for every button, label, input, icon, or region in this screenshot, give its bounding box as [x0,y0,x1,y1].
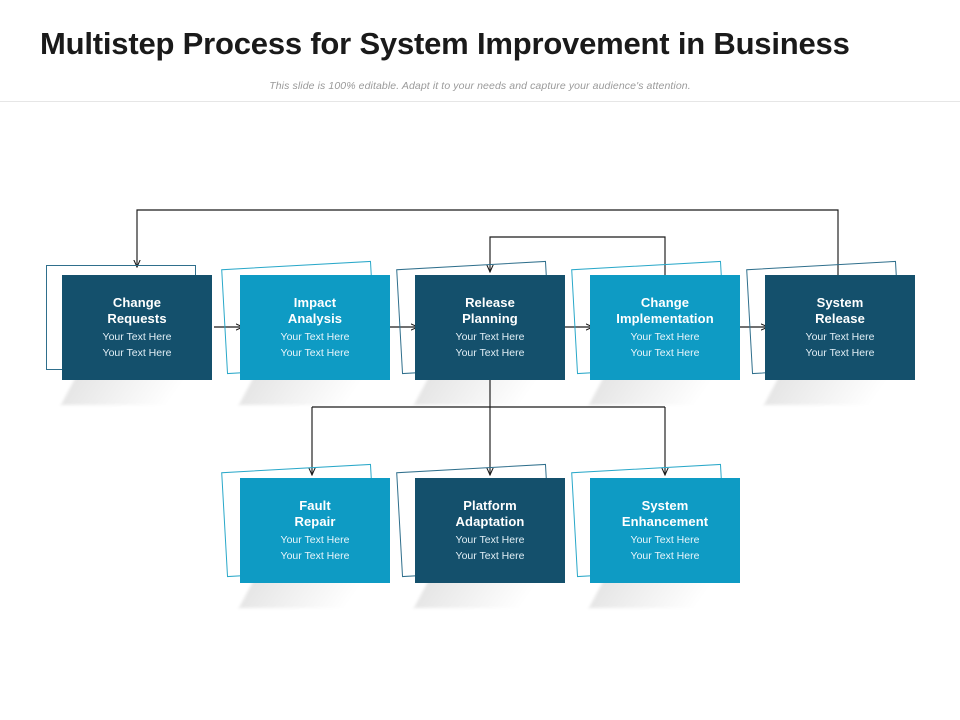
card-change-implementation[interactable]: Change Implementation Your Text Here You… [590,275,740,380]
card-heading-line1: Fault [299,498,331,514]
card-sub-line1: Your Text Here [455,533,525,546]
node-fault-repair[interactable]: Fault Repair Your Text Here Your Text He… [221,463,408,608]
card-sub-line2: Your Text Here [630,346,700,359]
card-sub-line2: Your Text Here [805,346,875,359]
card-sub-line2: Your Text Here [455,549,525,562]
card-system-enhancement[interactable]: System Enhancement Your Text Here Your T… [590,478,740,583]
card-fault-repair[interactable]: Fault Repair Your Text Here Your Text He… [240,478,390,583]
card-heading-line1: System [816,295,864,311]
card-heading-line2: Planning [462,311,518,327]
card-sub-line2: Your Text Here [630,549,700,562]
node-system-enhancement[interactable]: System Enhancement Your Text Here Your T… [571,463,758,608]
card-heading-line1: Release [465,295,515,311]
card-heading-line2: Analysis [287,311,343,327]
page-subtitle: This slide is 100% editable. Adapt it to… [269,80,691,92]
node-platform-adaptation[interactable]: Platform Adaptation Your Text Here Your … [396,463,583,608]
card-release-planning[interactable]: Release Planning Your Text Here Your Tex… [415,275,565,380]
header-divider [0,101,960,102]
card-sub-line1: Your Text Here [280,330,350,343]
card-sub-line2: Your Text Here [102,346,172,359]
card-sub-line2: Your Text Here [280,549,350,562]
card-sub-line2: Your Text Here [280,346,350,359]
card-heading-line2: Requests [107,311,167,327]
card-sub-line1: Your Text Here [630,330,700,343]
card-heading-line2: Adaptation [455,514,525,530]
card-heading-line1: Platform [463,498,517,514]
node-release-planning[interactable]: Release Planning Your Text Here Your Tex… [396,260,583,405]
card-heading-line2: Repair [294,514,336,530]
card-heading-line2: Enhancement [621,514,709,530]
node-change-requests[interactable]: Change Requests Your Text Here Your Text… [46,265,230,405]
card-heading-line1: Change [112,295,162,311]
node-change-implementation[interactable]: Change Implementation Your Text Here You… [571,260,758,405]
card-system-release[interactable]: System Release Your Text Here Your Text … [765,275,915,380]
card-sub-line1: Your Text Here [102,330,172,343]
card-sub-line1: Your Text Here [280,533,350,546]
card-change-requests[interactable]: Change Requests Your Text Here Your Text… [62,275,212,380]
card-heading-line1: Change [640,295,690,311]
card-heading-line1: Impact [293,295,337,311]
card-heading-line1: System [641,498,689,514]
card-sub-line1: Your Text Here [630,533,700,546]
card-sub-line2: Your Text Here [455,346,525,359]
card-platform-adaptation[interactable]: Platform Adaptation Your Text Here Your … [415,478,565,583]
card-impact-analysis[interactable]: Impact Analysis Your Text Here Your Text… [240,275,390,380]
node-system-release[interactable]: System Release Your Text Here Your Text … [746,260,933,405]
card-heading-line2: Implementation [616,311,714,327]
page-title: Multistep Process for System Improvement… [40,26,850,61]
card-sub-line1: Your Text Here [455,330,525,343]
card-heading-line2: Release [815,311,865,327]
card-sub-line1: Your Text Here [805,330,875,343]
node-impact-analysis[interactable]: Impact Analysis Your Text Here Your Text… [221,260,408,405]
